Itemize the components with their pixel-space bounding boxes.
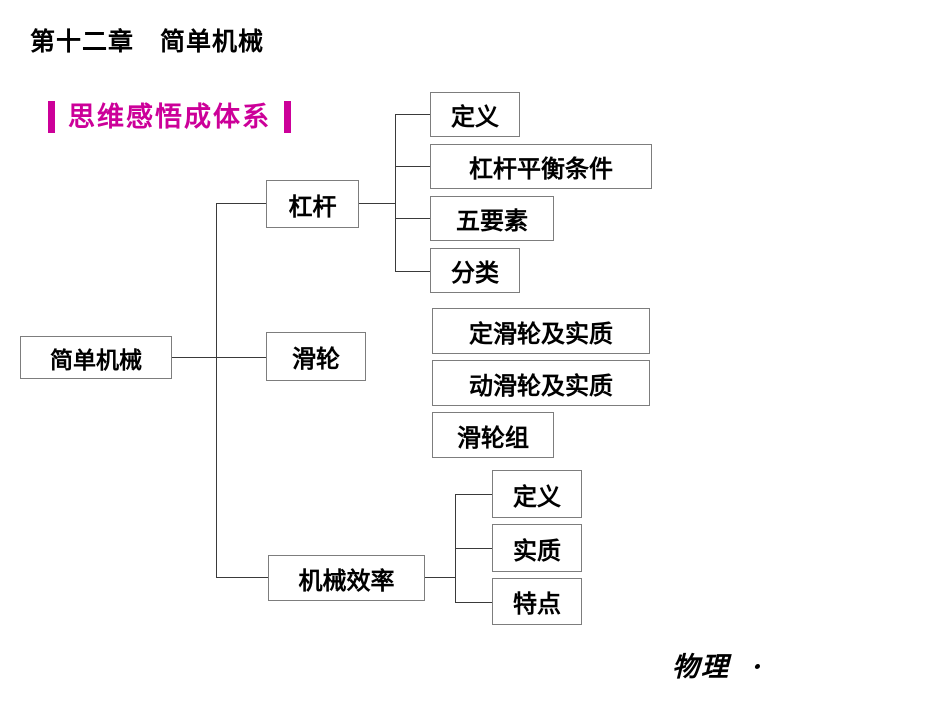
diagram-node-lever-classification: 分类	[430, 248, 520, 293]
footer-label: 物理 ·	[672, 652, 765, 683]
connector-lever-stub-3	[395, 218, 430, 219]
connector-lever-spine	[395, 114, 396, 271]
diagram-node-mechanical-efficiency: 机械效率	[268, 555, 425, 601]
diagram-node-lever-balance-condition: 杠杆平衡条件	[430, 144, 652, 189]
connector-trunk-vertical	[216, 203, 217, 577]
connector-lever-stub-4	[395, 271, 430, 272]
connector-efficiency-out	[425, 577, 455, 578]
subtitle-group: 思维感悟成体系	[48, 101, 291, 133]
diagram-node-movable-pulley: 动滑轮及实质	[432, 360, 650, 406]
page-title: 第十二章 简单机械	[30, 27, 265, 56]
connector-trunk-to-efficiency	[216, 577, 268, 578]
connector-lever-out	[359, 203, 395, 204]
diagram-node-pulley-block: 滑轮组	[432, 412, 554, 458]
accent-bar-right-icon	[284, 101, 291, 133]
connector-efficiency-stub-1	[455, 494, 492, 495]
connector-efficiency-stub-2	[455, 548, 492, 549]
diagram-node-lever-definition: 定义	[430, 92, 520, 137]
diagram-node-fixed-pulley: 定滑轮及实质	[432, 308, 650, 354]
subtitle-text: 思维感悟成体系	[68, 101, 271, 133]
diagram-node-lever-five-elements: 五要素	[430, 196, 554, 241]
diagram-node-efficiency-definition: 定义	[492, 470, 582, 518]
connector-root-to-trunk	[172, 357, 266, 358]
diagram-node-efficiency-essence: 实质	[492, 524, 582, 572]
diagram-node-root: 简单机械	[20, 336, 172, 379]
connector-lever-stub-1	[395, 114, 430, 115]
connector-lever-stub-2	[395, 166, 430, 167]
accent-bar-left-icon	[48, 101, 55, 133]
connector-efficiency-stub-3	[455, 602, 492, 603]
diagram-node-pulley: 滑轮	[266, 332, 366, 381]
diagram-node-efficiency-features: 特点	[492, 578, 582, 625]
connector-trunk-to-lever	[216, 203, 266, 204]
diagram-node-lever: 杠杆	[266, 180, 359, 228]
